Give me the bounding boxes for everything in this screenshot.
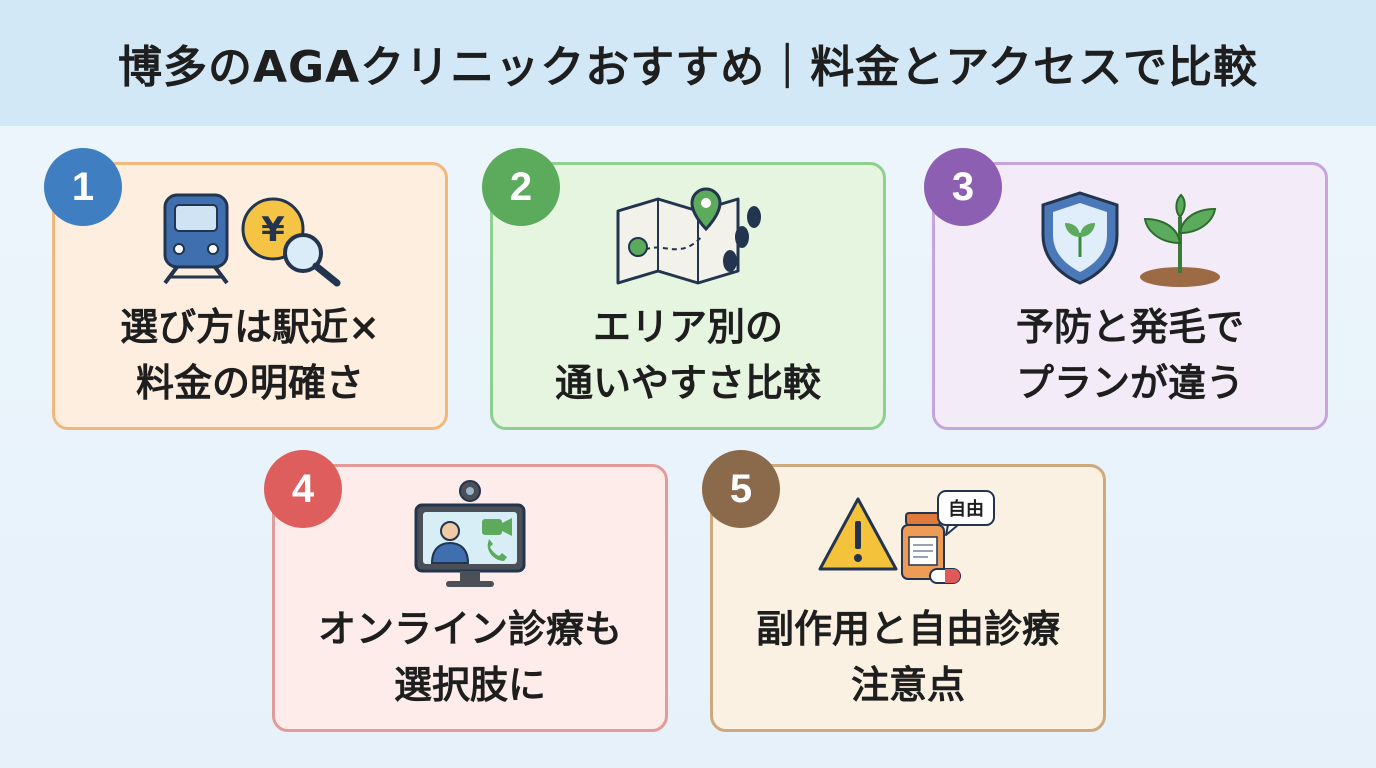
video-icon bbox=[482, 518, 512, 536]
magnifier-icon bbox=[283, 233, 341, 287]
card-4: オンライン診療も 選択肢に bbox=[272, 464, 668, 732]
card-3: 予防と発毛で プランが違う bbox=[932, 162, 1328, 430]
badge-3: 3 bbox=[924, 148, 1002, 226]
card-5-label: 副作用と自由診療 注意点 bbox=[723, 601, 1093, 713]
card-5-icons: 自由 bbox=[713, 489, 1103, 589]
pill-icon bbox=[929, 568, 961, 584]
card-5-line2: 注意点 bbox=[850, 663, 965, 707]
footprints-icon bbox=[723, 206, 761, 272]
card-1-line1: 選び方は駅近× bbox=[120, 305, 380, 349]
card-2-line1: エリア別の bbox=[592, 305, 783, 349]
location-pin-icon bbox=[690, 187, 722, 232]
card-4-line1: オンライン診療も bbox=[317, 607, 622, 651]
card-2-label: エリア別の 通いやすさ比較 bbox=[503, 299, 873, 411]
shield-leaf-icon bbox=[1041, 191, 1119, 285]
card-1-label: 選び方は駅近× 料金の明確さ bbox=[65, 299, 435, 411]
sprout-icon bbox=[1140, 193, 1220, 287]
card-2-line2: 通いやすさ比較 bbox=[554, 361, 821, 405]
train-icon bbox=[163, 193, 229, 285]
card-1: ¥ 選び方は駅近× 料金の明確さ bbox=[52, 162, 448, 430]
badge-2: 2 bbox=[482, 148, 560, 226]
card-1-line2: 料金の明確さ bbox=[135, 361, 364, 405]
card-2: エリア別の 通いやすさ比較 bbox=[490, 162, 886, 430]
card-5: 自由 副作用と自由診療 注意点 bbox=[710, 464, 1106, 732]
card-4-icons bbox=[275, 479, 665, 589]
warning-icon bbox=[818, 497, 898, 571]
speech-bubble-icon: 自由 bbox=[937, 490, 995, 536]
badge-4: 4 bbox=[264, 450, 342, 528]
speech-bubble-text: 自由 bbox=[948, 498, 984, 520]
medicine-bottle-icon bbox=[901, 512, 945, 580]
doctor-icon bbox=[430, 521, 470, 564]
header-banner: 博多のAGAクリニックおすすめ｜料金とアクセスで比較 bbox=[0, 0, 1376, 126]
card-3-line1: 予防と発毛で bbox=[1015, 305, 1244, 349]
phone-icon bbox=[487, 539, 507, 561]
yen-symbol: ¥ bbox=[261, 210, 285, 250]
card-1-icons: ¥ bbox=[55, 187, 445, 287]
card-3-label: 予防と発毛で プランが違う bbox=[945, 299, 1315, 411]
card-3-line2: プランが違う bbox=[1015, 361, 1244, 405]
badge-1: 1 bbox=[44, 148, 122, 226]
badge-5: 5 bbox=[702, 450, 780, 528]
card-2-icons bbox=[493, 185, 883, 285]
card-3-icons bbox=[935, 187, 1325, 287]
card-4-label: オンライン診療も 選択肢に bbox=[285, 601, 655, 713]
card-5-line1: 副作用と自由診療 bbox=[755, 607, 1060, 651]
webcam-monitor-icon bbox=[414, 480, 526, 587]
map-icon bbox=[616, 197, 740, 285]
card-4-line2: 選択肢に bbox=[393, 663, 546, 707]
page-title: 博多のAGAクリニックおすすめ｜料金とアクセスで比較 bbox=[117, 42, 1259, 93]
